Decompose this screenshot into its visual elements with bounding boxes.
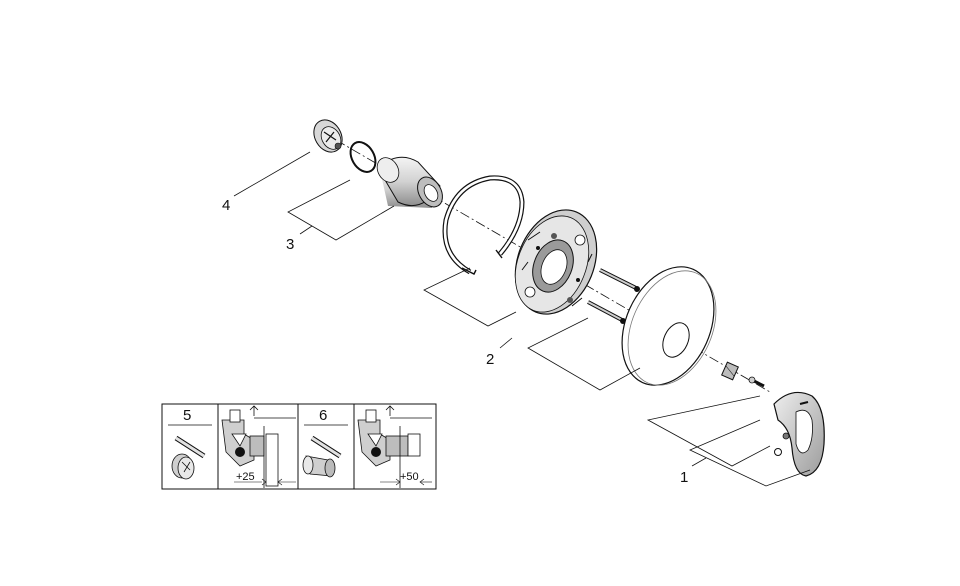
leader-3 (299, 225, 313, 235)
bracket-2 (423, 267, 517, 327)
part-1-lever-handle (773, 391, 825, 477)
part-1-adapter (721, 361, 739, 381)
leader-1 (691, 457, 707, 467)
bracket-1-lower (689, 419, 811, 487)
callout-3: 3 (286, 236, 294, 253)
part-2-screws (587, 268, 640, 324)
panel-5-dimension: +25 (236, 471, 255, 483)
callout-2: 2 (486, 351, 494, 368)
part-3-sleeve (376, 156, 443, 208)
inset-number-5: 5 (183, 407, 191, 424)
bracket-2-lower (527, 317, 641, 391)
part-4-cartridge-cap (313, 119, 343, 153)
panel-5-valve-drawing: +25 (221, 405, 296, 488)
inset-box: 5 +25 6 (161, 403, 437, 490)
panel-6-rod (310, 435, 342, 459)
callout-4: 4 (222, 197, 230, 214)
part-2-mounting-plate (514, 209, 598, 315)
panel-5-rod (174, 435, 206, 459)
callout-1: 1 (680, 469, 688, 486)
leader-2 (499, 337, 513, 349)
panel-6-dimension: +50 (400, 471, 419, 483)
part-1-set-screw (748, 376, 765, 388)
panel-5-extension-part (171, 453, 195, 480)
bracket-1 (646, 395, 771, 467)
part-2-clip-ring (442, 175, 525, 275)
part-3-o-ring (349, 141, 377, 173)
panel-6-valve-drawing: +50 (357, 405, 432, 488)
inset-number-6: 6 (319, 407, 327, 424)
leader-4 (233, 151, 311, 197)
part-2-escutcheon (621, 266, 717, 386)
panel-6-extension-part (302, 455, 336, 478)
